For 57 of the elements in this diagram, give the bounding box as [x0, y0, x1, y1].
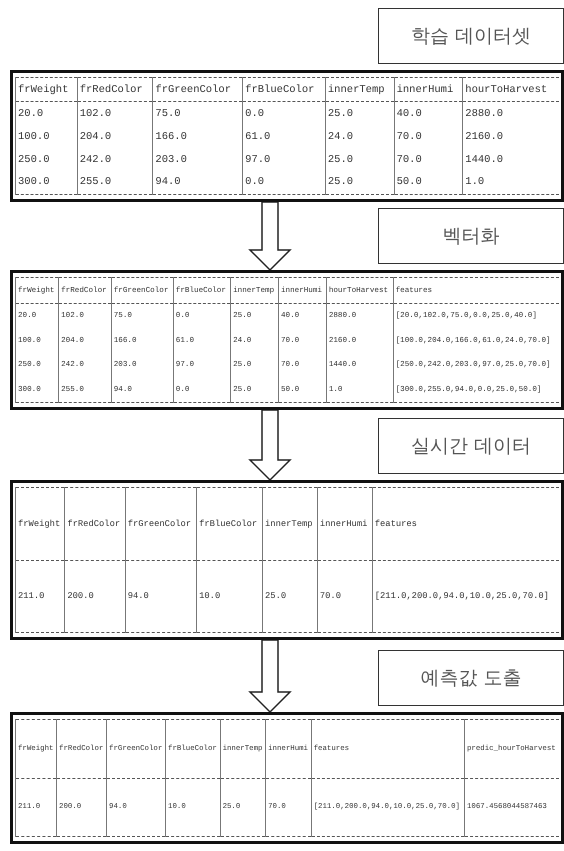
column-header: frRedColor — [64, 488, 126, 560]
data-value: 100.0 — [16, 125, 78, 148]
data-value: 10.0 — [196, 560, 263, 632]
data-table — [10, 270, 564, 410]
data-value: 75.0 — [152, 102, 243, 126]
data-value: 2880.0 — [462, 102, 559, 126]
data-value: 70.0 — [394, 148, 463, 171]
column-header: frRedColor — [77, 78, 153, 102]
column-header: frWeight — [16, 78, 78, 102]
data-value: 166.0 — [152, 125, 243, 148]
data-value: 1440.0 — [462, 148, 559, 171]
data-value: 25.0 — [325, 102, 394, 126]
data-value: 255.0 — [77, 170, 153, 194]
data-value: 200.0 — [64, 560, 126, 632]
step-label-box: 벡터화 — [378, 208, 564, 264]
data-value: 2160.0 — [462, 125, 559, 148]
data-value: 0.0 — [242, 102, 326, 126]
data-value: 242.0 — [77, 148, 153, 171]
data-value: 211.0 — [16, 560, 65, 632]
data-value: 0.0 — [242, 170, 326, 194]
column-header: hourToHarvest — [462, 78, 559, 102]
column-header: features — [372, 488, 559, 560]
data-value: 40.0 — [394, 102, 463, 126]
column-header: innerTemp — [325, 78, 394, 102]
column-header: frGreenColor — [152, 78, 243, 102]
data-table — [10, 70, 564, 202]
step-label-box: 실시간 데이터 — [378, 418, 564, 474]
data-value: 25.0 — [325, 170, 394, 194]
step-label-box: 예측값 도출 — [378, 650, 564, 706]
data-value: 94.0 — [152, 170, 243, 194]
data-value: 102.0 — [77, 102, 153, 126]
data-value: 1.0 — [462, 170, 559, 194]
data-value: 70.0 — [317, 560, 372, 632]
data-value: 204.0 — [77, 125, 153, 148]
column-header: frGreenColor — [125, 488, 197, 560]
column-header: innerHumi — [394, 78, 463, 102]
column-header: innerTemp — [262, 488, 318, 560]
data-table — [10, 712, 564, 844]
data-value: 97.0 — [242, 148, 326, 171]
column-header: innerHumi — [317, 488, 372, 560]
column-header: frBlueColor — [242, 78, 326, 102]
data-value: 250.0 — [16, 148, 78, 171]
data-value: [211.0,200.0,94.0,10.0,25.0,70.0] — [372, 560, 559, 632]
column-header: frBlueColor — [196, 488, 263, 560]
data-value: 20.0 — [16, 102, 78, 126]
data-table — [10, 480, 564, 640]
data-value: 50.0 — [394, 170, 463, 194]
data-value: 25.0 — [325, 148, 394, 171]
data-value: 24.0 — [325, 125, 394, 148]
data-value: 94.0 — [125, 560, 197, 632]
data-value: 25.0 — [262, 560, 318, 632]
data-value: 70.0 — [394, 125, 463, 148]
data-value: 203.0 — [152, 148, 243, 171]
step-label-box: 학습 데이터셋 — [378, 8, 564, 64]
data-value: 300.0 — [16, 170, 78, 194]
column-header: frWeight — [16, 488, 65, 560]
data-value: 61.0 — [242, 125, 326, 148]
